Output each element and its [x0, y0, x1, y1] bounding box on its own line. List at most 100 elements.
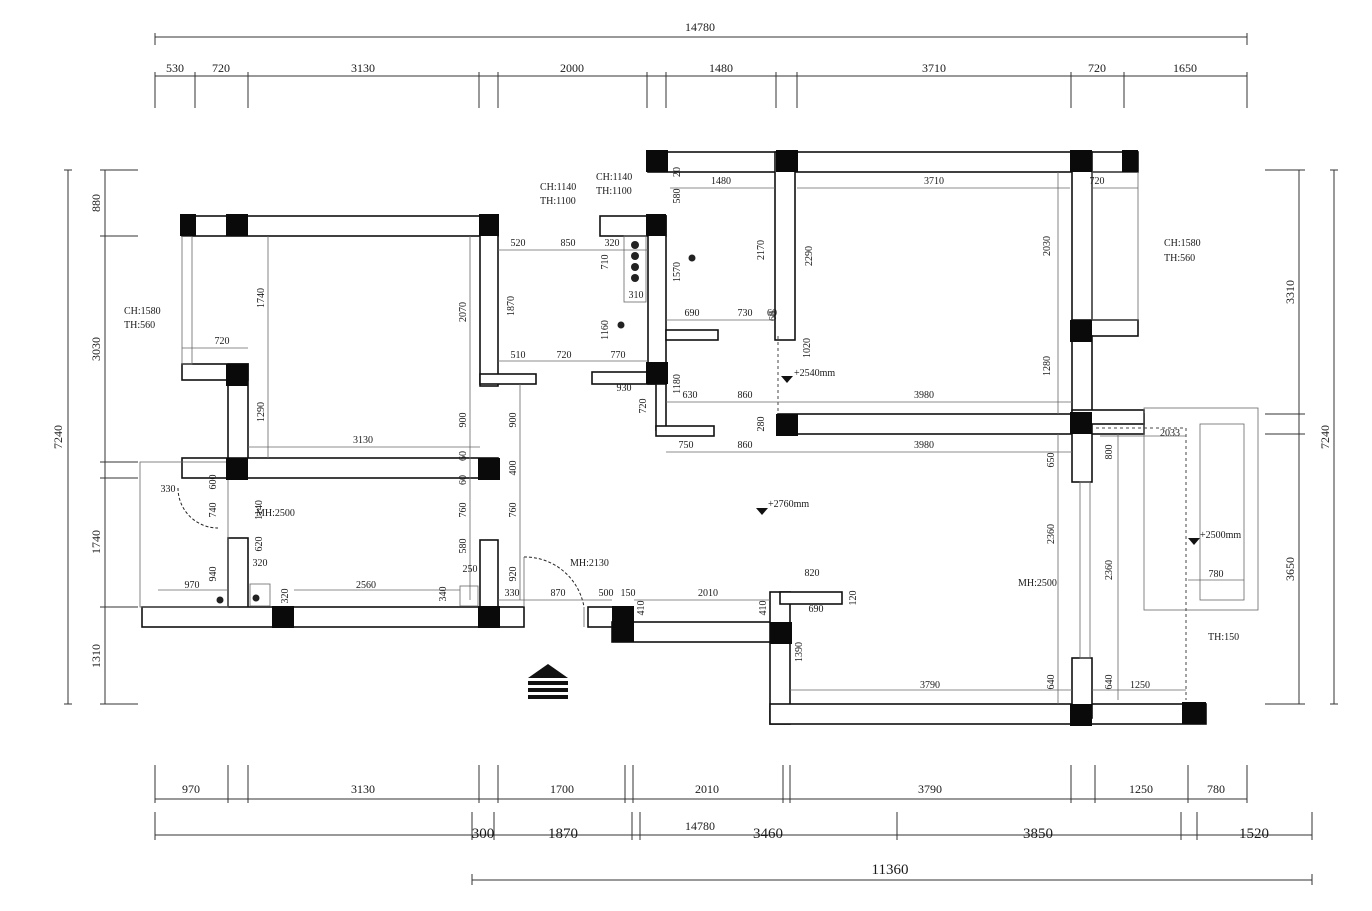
dim-label: 3980 [914, 390, 934, 401]
bottom-dim-4: 2010 [695, 782, 719, 796]
dim-label: 330 [505, 588, 520, 599]
dim-label: 900 [508, 413, 519, 428]
top-dimensions: 14780 530 720 3130 2000 1480 3710 720 16… [154, 20, 1248, 108]
dim-label: 2010 [698, 588, 718, 599]
top-dim-8: 1650 [1173, 61, 1197, 75]
door-height-note: MH:2500 [256, 508, 295, 519]
dim-label: 580 [458, 539, 469, 554]
window-note: TH:1100 [540, 196, 576, 207]
window-note: CH:1140 [596, 172, 632, 183]
left-dim-2: 3030 [89, 337, 103, 361]
floor-drain-icon [631, 241, 639, 249]
dim-label: 320 [280, 589, 291, 604]
top-dim-7: 720 [1088, 61, 1106, 75]
window-note: CH:1580 [124, 306, 161, 317]
dim-label: 720 [215, 336, 230, 347]
dim-label: 20 [672, 167, 683, 177]
dim-label: 780 [1209, 569, 1224, 580]
dim-label: 1570 [672, 262, 683, 282]
top-dim-2: 720 [212, 61, 230, 75]
dim-label: 400 [508, 461, 519, 476]
bottom-row2-dim-5: 1520 [1239, 826, 1269, 842]
dim-label: 280 [756, 417, 767, 432]
dim-label: 2290 [804, 246, 815, 266]
dim-label: 150 [621, 588, 636, 599]
dim-label: 60 [767, 308, 777, 319]
window-note: CH:1580 [1164, 238, 1201, 249]
floor-drain-icon [617, 321, 625, 329]
bottom-row2-dim-3: 3460 [753, 826, 783, 842]
door-height-note: MH:2130 [570, 558, 609, 569]
dim-label: 120 [848, 591, 859, 606]
dim-label: 750 [679, 440, 694, 451]
dim-label: 930 [617, 383, 632, 394]
window-note: CH:1140 [540, 182, 576, 193]
dim-label: 710 [600, 255, 611, 270]
dim-label: 1290 [256, 402, 267, 422]
dim-label: 640 [1046, 675, 1057, 690]
bottom-dim-2: 3130 [351, 782, 375, 796]
dim-label: 720 [557, 350, 572, 361]
floor-level-note: +2760mm [768, 499, 809, 510]
level-marker-icon [781, 376, 793, 383]
interior-dim-lines [158, 172, 1244, 704]
top-dim-6: 3710 [922, 61, 946, 75]
bottom-row2-dim-2: 1870 [548, 826, 578, 842]
level-marker-icon [1188, 538, 1200, 545]
columns [180, 150, 1206, 726]
window-note: TH:560 [124, 320, 155, 331]
dim-label: 410 [636, 601, 647, 616]
bottom-dim-7: 780 [1207, 782, 1225, 796]
bottom-dim-6: 1250 [1129, 782, 1153, 796]
walls [139, 151, 1259, 725]
entrance-arrow-icon [528, 664, 568, 699]
dim-label: 860 [738, 390, 753, 401]
dim-label: 320 [253, 558, 268, 569]
top-total-dim: 14780 [685, 20, 715, 34]
dim-label: 1870 [506, 296, 517, 316]
threshold-note: TH:150 [1208, 632, 1239, 643]
dim-label: 760 [508, 503, 519, 518]
dim-label: 3980 [914, 440, 934, 451]
dim-label: 620 [254, 537, 265, 552]
floor-drain-icon [216, 596, 224, 604]
dim-label: 940 [208, 567, 219, 582]
left-total-dim: 7240 [51, 425, 65, 449]
dim-label: 720 [638, 399, 649, 414]
left-dim-4: 1310 [89, 644, 103, 668]
bottom-row2-dim-1: 300 [472, 826, 495, 842]
left-dim-3: 1740 [89, 530, 103, 554]
floor-level-note: +2500mm [1200, 530, 1241, 541]
dim-label: 60 [458, 451, 469, 461]
bottom-total-dim: 11360 [872, 862, 909, 878]
floor-drain-icon [631, 263, 639, 271]
dim-label: 2360 [1104, 560, 1115, 580]
dim-label: 1480 [711, 176, 731, 187]
dim-label: 1740 [256, 288, 267, 308]
top-dim-5: 1480 [709, 61, 733, 75]
floor-level-note: +2540mm [794, 368, 835, 379]
dim-label: 860 [738, 440, 753, 451]
bottom-dim-3: 1700 [550, 782, 574, 796]
bottom-dim-5: 3790 [918, 782, 942, 796]
dim-label: 870 [551, 588, 566, 599]
dim-label: 3710 [924, 176, 944, 187]
level-marker-icon [756, 508, 768, 515]
dim-label: 900 [458, 413, 469, 428]
dim-label: 510 [511, 350, 526, 361]
dim-label: 920 [508, 567, 519, 582]
dim-label: 1020 [802, 338, 813, 358]
dim-label: 1160 [600, 320, 611, 340]
dim-label: 2070 [458, 302, 469, 322]
dim-label: 520 [511, 238, 526, 249]
right-dim-2: 3650 [1283, 557, 1297, 581]
dim-label: 730 [738, 308, 753, 319]
dim-label: 320 [605, 238, 620, 249]
dim-label: 2033 [1160, 428, 1180, 439]
floor-drain-icon [631, 274, 639, 282]
dim-label: 310 [629, 290, 644, 301]
bottom-row2-total: 14780 [685, 819, 715, 833]
dim-label: 820 [805, 568, 820, 579]
top-dim-1: 530 [166, 61, 184, 75]
window-note: TH:1100 [596, 186, 632, 197]
